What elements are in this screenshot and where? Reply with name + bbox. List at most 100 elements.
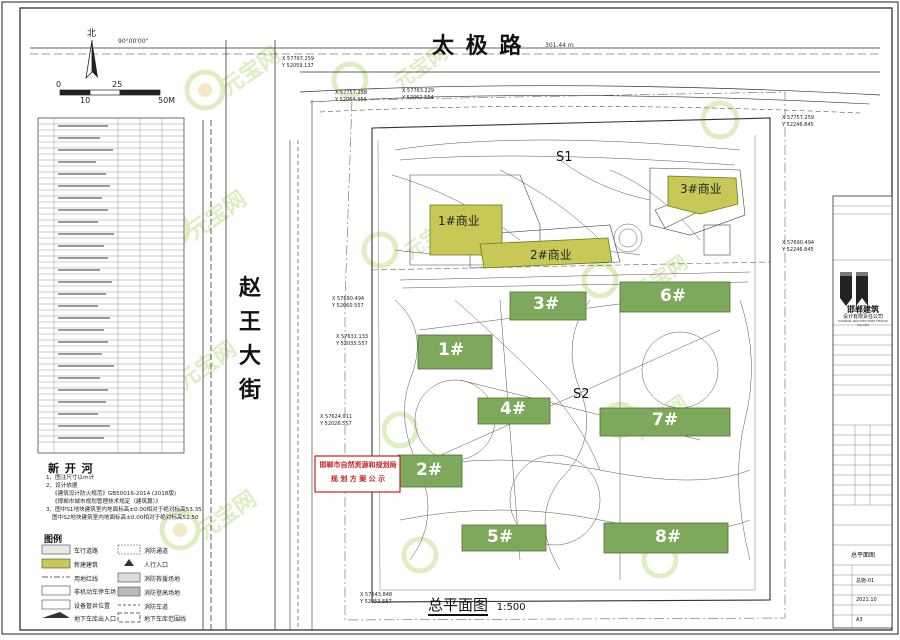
scale-bar (59, 89, 161, 96)
site-boundary (344, 91, 786, 621)
commercial-building-3 (667, 175, 739, 215)
drawing-date: 2021.10 (856, 597, 877, 603)
sheet-number: 总施-01 (856, 578, 875, 584)
commercial-label-3: 3#商业 (680, 182, 722, 196)
north-arrow (85, 39, 98, 80)
coord-y-3: Y 52062.554 (402, 95, 434, 101)
distance-label-top: 301.44 m (545, 42, 574, 49)
north-label: 北 (87, 29, 97, 39)
residential-building-5 (461, 524, 547, 552)
legend-title: 图例 (44, 535, 63, 545)
residential-label-1: 1# (438, 340, 465, 360)
legend-swatch-climb (117, 586, 141, 597)
coord-y-2: Y 52064.356 (335, 97, 367, 103)
commercial-label-2: 2#商业 (530, 248, 572, 262)
legend-item-entrance: 人行入口 (144, 562, 169, 569)
legend-swatch-road (41, 544, 71, 555)
coord-y-9: Y 52053.557 (360, 599, 392, 605)
river-label: 新 开 河 (48, 462, 94, 475)
residential-building-8 (603, 522, 729, 554)
legend-item-basement: 地下车库范围线 (144, 616, 187, 623)
stamp-line-1: 邯郸市自然资源和规划局 (319, 461, 397, 469)
title-block-grid (833, 205, 892, 628)
scale-tick-10: 10 (80, 96, 91, 105)
commercial-buildings (429, 175, 739, 269)
coord-x-2: X 57757.258 (335, 90, 368, 96)
residential-building-4 (477, 397, 551, 425)
note-5: 3、图中S1地块建筑室内地面标高±0.00相对于绝对标高53.35 (46, 507, 202, 513)
residential-building-6 (619, 281, 731, 313)
legend-swatch-rescue (117, 572, 141, 583)
coord-x-1: X 57797.259 (282, 56, 315, 62)
legend-item-new-building: 新建建筑 (74, 562, 99, 569)
legend-item-rescue: 消防救援场地 (144, 576, 181, 583)
stamp-line-2: 规 划 方 案 公 示 (330, 475, 386, 483)
company-name: 邯郸建筑 (847, 305, 879, 314)
legend-swatch-fire-road (117, 544, 141, 555)
residential-buildings (397, 281, 731, 554)
legend-item-climb: 消防登高场地 (144, 590, 181, 597)
residential-label-8: 8# (655, 527, 682, 547)
legend-swatch-new-building (41, 558, 71, 569)
drawing-name: 总平面图 (850, 552, 875, 559)
coord-x-9: X 57543.848 (360, 592, 393, 598)
coord-x-6: X 57690.494 (332, 296, 365, 302)
coord-x-8: X 57624.011 (320, 414, 353, 420)
residential-label-3: 3# (533, 294, 560, 314)
coord-y-4: Y 52246.845 (782, 122, 814, 128)
residential-building-1 (417, 334, 493, 370)
legend-item-garage: 地下车库出入口 (74, 616, 117, 623)
west-street (202, 40, 313, 630)
plan-scale: 1:500 (496, 602, 526, 613)
legend-swatch-garage (42, 612, 70, 618)
legend-swatch-bike (41, 585, 71, 596)
legend-table-ghost-text (58, 125, 114, 439)
legend-swatches (41, 544, 141, 623)
note-3: 《建筑设计防火规范》GB50016-2014 (2018版) (52, 491, 177, 497)
north-road (30, 47, 881, 114)
west-street-char-1: 赵 (238, 276, 261, 301)
coord-x-7: X 57631.133 (336, 334, 369, 340)
scale-tick-25: 25 (112, 80, 123, 89)
coord-y-5: Y 52246.845 (782, 247, 814, 253)
scale-tick-50: 50M (158, 96, 176, 105)
approval-stamp (314, 455, 401, 493)
legend-table-lines (38, 118, 184, 453)
legend-panel (37, 117, 185, 454)
residential-building-7 (599, 407, 731, 437)
coord-y-8: Y 52026.557 (320, 421, 352, 427)
zone-label-s1: S1 (556, 150, 573, 165)
commercial-label-1: 1#商业 (438, 214, 480, 228)
residential-label-4: 4# (500, 399, 527, 419)
zone-label-s2: S2 (573, 387, 590, 402)
commercial-building-2 (479, 237, 613, 269)
west-street-char-3: 大 (238, 344, 261, 369)
company-english: HANDAN ARCHITECTURE DESIGN CO.,LTD (838, 319, 888, 327)
note-2: 2、设计依据 (46, 483, 78, 489)
legend-item-bike: 非机动车停车场 (74, 589, 117, 596)
coord-x-5: X 57690.494 (782, 240, 815, 246)
residential-label-6: 6# (660, 286, 687, 306)
note-1: 1、图注尺寸以m计 (46, 475, 95, 481)
plan-title-text: 总平面图 (428, 596, 489, 616)
plan-title: 总平面图 1:500 (428, 594, 526, 616)
legend-item-road: 车行道路 (74, 548, 99, 555)
note-6: 图中S2地块建筑室内地面标高±0.00相对于绝对标高52.50 (52, 515, 199, 521)
legend-item-well: 设备管井位置 (74, 603, 111, 610)
coord-y-7: Y 52035.557 (336, 341, 368, 347)
note-4: 《邯郸市城市规划管理技术规定（建筑篇）》 (52, 499, 162, 505)
west-street-char-4: 街 (238, 378, 261, 403)
legend-item-fire-lane: 消防车道 (144, 604, 169, 611)
residential-label-2: 2# (416, 460, 443, 480)
west-street-label: 赵 王 大 街 (238, 272, 262, 408)
legend-item-red-line: 用地红线 (74, 576, 99, 583)
legend-swatch-well (41, 599, 71, 610)
coord-y-1: Y 52059.137 (282, 63, 314, 69)
notes-block: 1、图注尺寸以m计 2、设计依据 《建筑设计防火规范》GB50016-2014 … (46, 474, 231, 522)
coord-y-6: Y 52060.557 (332, 303, 364, 309)
title-block (832, 195, 893, 629)
legend-item-fire-road: 消防通道 (144, 548, 169, 555)
residential-label-5: 5# (487, 527, 514, 547)
